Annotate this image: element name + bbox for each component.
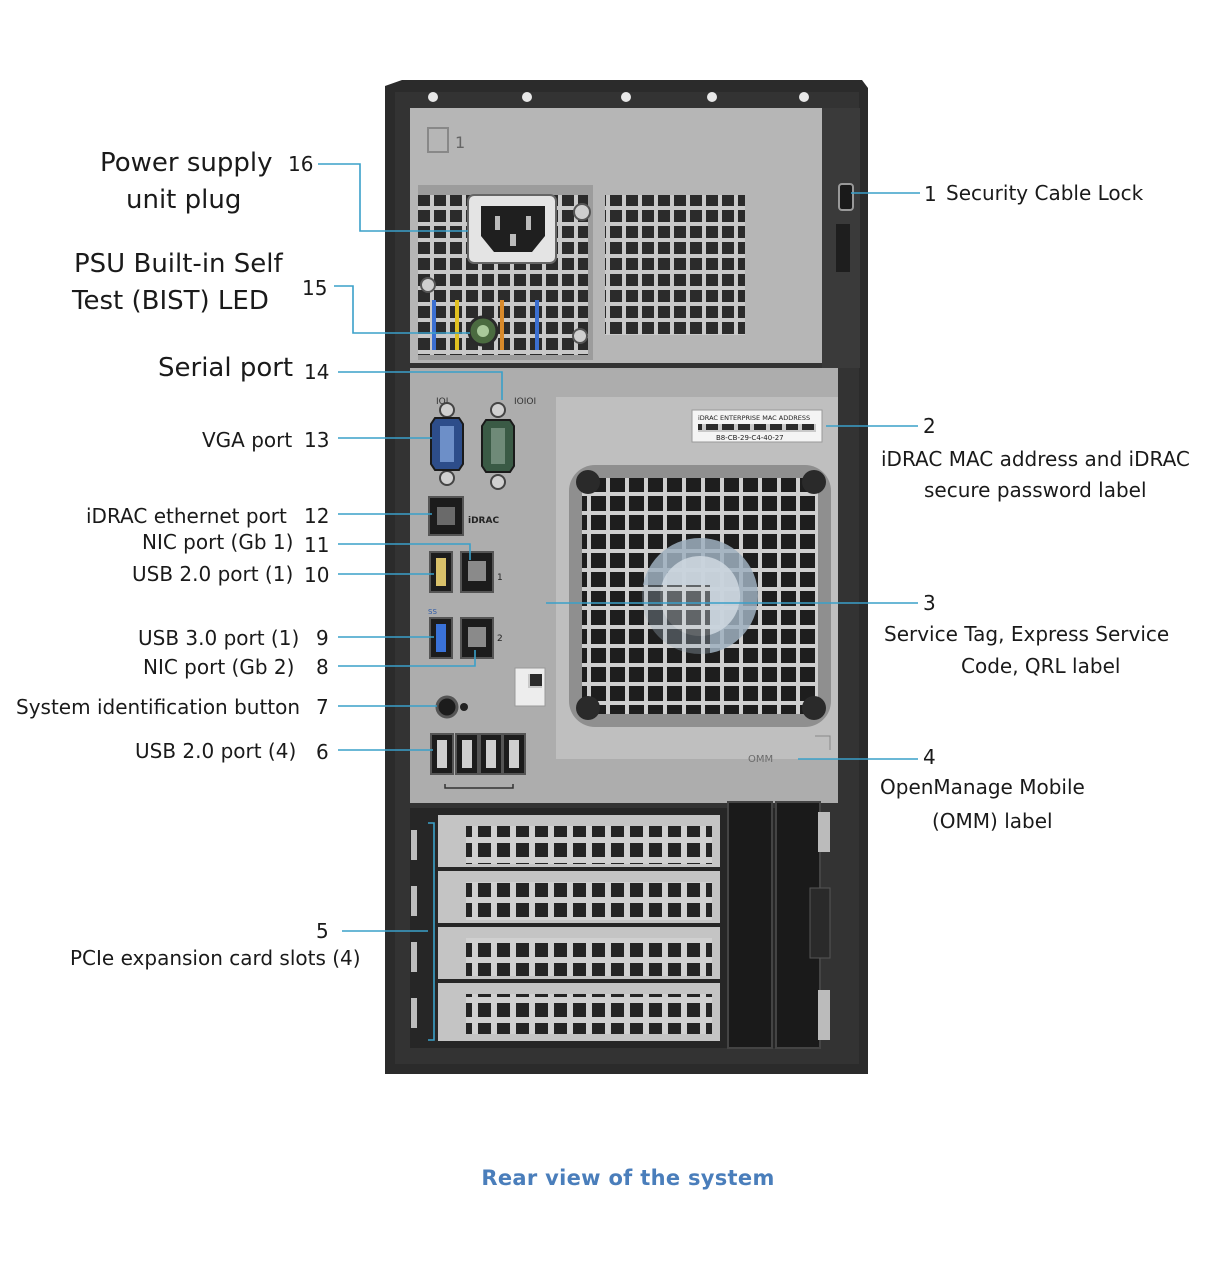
- usb3-port: SS: [428, 608, 453, 659]
- callout-2-label-line1: iDRAC MAC address and iDRAC: [881, 447, 1190, 471]
- mac-label-value: B8-CB-29-C4-40-27: [716, 434, 784, 442]
- callout-4-label-line2: (OMM) label: [932, 809, 1053, 833]
- callout-6-label: USB 2.0 port (4): [135, 739, 297, 763]
- nic-port-2: 2: [460, 617, 503, 659]
- callout-5-label: PCIe expansion card slots (4): [70, 946, 361, 970]
- callout-10-label: USB 2.0 port (1): [132, 562, 294, 586]
- leader-line-11: [338, 543, 471, 560]
- callout-2-number: 2: [923, 414, 936, 438]
- usb2-port-single: [429, 551, 453, 593]
- idrac-ethernet-port: iDRAC: [428, 496, 499, 536]
- usb2-ports-quad: [430, 733, 526, 789]
- io-panel: iDRAC ENTERPRISE MAC ADDRESS B8-CB-29-C4…: [410, 368, 838, 803]
- callout-7-number: 7: [316, 695, 329, 719]
- callout-16-label-line1: Power supply: [100, 148, 273, 178]
- callout-16-number: 16: [288, 152, 314, 176]
- callout-14-label: Serial port: [158, 353, 294, 383]
- security-lock-rail: [822, 108, 860, 368]
- callout-8-number: 8: [316, 655, 329, 679]
- callout-13-number: 13: [304, 428, 330, 452]
- callout-3-number: 3: [923, 591, 936, 615]
- callout-4-number: 4: [923, 745, 936, 769]
- callout-1-number: 1: [924, 182, 937, 206]
- callout-5-number: 5: [316, 919, 329, 943]
- serial-symbol: IOIOI: [514, 397, 536, 407]
- callout-10-number: 10: [304, 563, 330, 587]
- leader-line-5: [342, 822, 435, 1041]
- omm-marking: OMM: [748, 754, 773, 765]
- serial-port: [481, 402, 515, 490]
- nic1-marking: 1: [497, 573, 503, 583]
- callout-3-label-line2: Code, QRL label: [961, 654, 1121, 678]
- system-id-button: [435, 695, 468, 719]
- callout-4-label-line1: OpenManage Mobile: [880, 775, 1085, 799]
- psu-bay-number: 1: [455, 133, 465, 152]
- callout-15-number: 15: [302, 276, 328, 300]
- usb3-logo: SS: [428, 608, 437, 616]
- callout-9-number: 9: [316, 626, 329, 650]
- callout-1-label: Security Cable Lock: [946, 181, 1144, 205]
- callout-15-label-line2: Test (BIST) LED: [72, 286, 269, 316]
- callout-11-number: 11: [304, 533, 330, 557]
- leader-lines: [318, 163, 920, 1041]
- callout-9-label: USB 3.0 port (1): [138, 626, 300, 650]
- callout-16-label-line2: unit plug: [126, 185, 242, 215]
- figure-caption: Rear view of the system: [481, 1166, 775, 1190]
- vga-port: [430, 402, 464, 486]
- callout-12-label: iDRAC ethernet port: [86, 504, 287, 528]
- nic2-marking: 2: [497, 634, 503, 644]
- leader-line-16: [318, 163, 468, 232]
- callout-6-number: 6: [316, 740, 329, 764]
- idrac-port-marking: iDRAC: [468, 516, 499, 526]
- nic-port-1: 1: [460, 551, 503, 593]
- callout-14-number: 14: [304, 360, 330, 384]
- vga-symbol: IOI: [436, 397, 448, 407]
- callout-3-label-line1: Service Tag, Express Service: [884, 622, 1170, 646]
- callout-12-number: 12: [304, 504, 330, 528]
- leader-line-14: [338, 371, 503, 400]
- callout-8-label: NIC port (Gb 2): [143, 655, 295, 679]
- callout-11-label: NIC port (Gb 1): [142, 530, 294, 554]
- callout-15-label-line1: PSU Built-in Self: [74, 249, 283, 279]
- leader-line-15: [334, 285, 470, 334]
- callout-2-label-line2: secure password label: [924, 478, 1147, 502]
- callout-13-label: VGA port: [202, 428, 293, 452]
- callout-7-label: System identification button: [16, 695, 301, 719]
- mac-label-title: iDRAC ENTERPRISE MAC ADDRESS: [698, 414, 810, 422]
- pcie-slots: [410, 801, 831, 1049]
- leader-line-8: [338, 650, 476, 667]
- psu-module: 1: [410, 108, 828, 363]
